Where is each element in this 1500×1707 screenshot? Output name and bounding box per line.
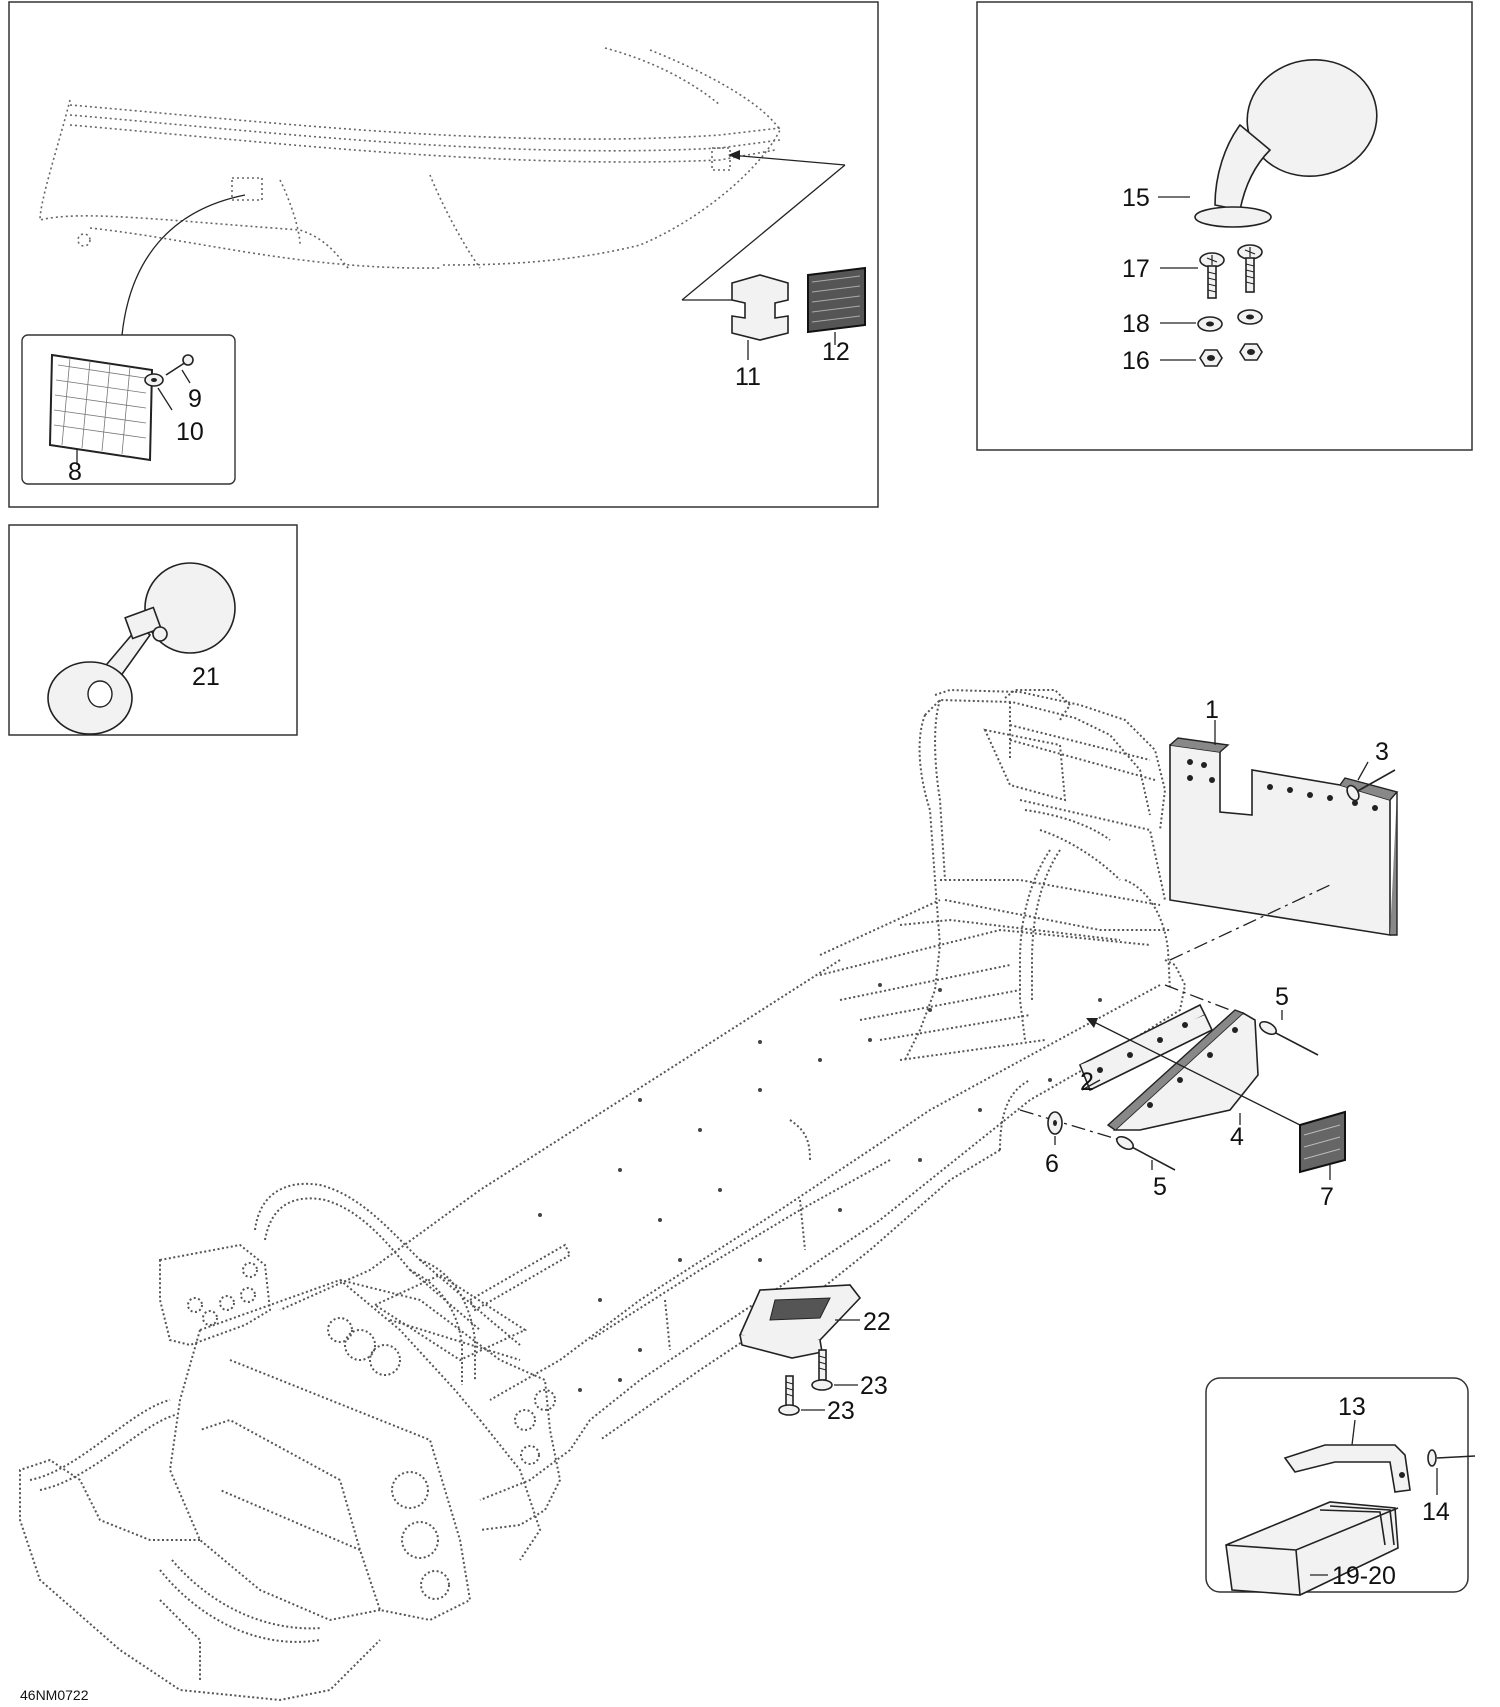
storage-bag — [1225, 1501, 1399, 1596]
leader-9 — [181, 369, 191, 384]
screw-9-head — [182, 354, 194, 366]
panel-horn-box — [8, 524, 298, 736]
reflector-side — [48, 353, 154, 462]
callout-16: 16 — [1122, 347, 1150, 375]
washer-6-hole — [1053, 1120, 1057, 1126]
callout-15: 15 — [1122, 184, 1150, 212]
arrow-to-tunnel — [1089, 1019, 1301, 1126]
callout-5-upper: 5 — [1275, 983, 1289, 1011]
bag-bracket — [1283, 1444, 1411, 1493]
tunnel-pad — [738, 1284, 862, 1359]
reflector-clip — [731, 274, 789, 341]
diagram-code: 46NM0722 — [20, 1687, 89, 1703]
callout-5-lower: 5 — [1153, 1173, 1167, 1201]
arrow-to-hood — [729, 154, 846, 166]
alignment-line-lower — [1019, 1109, 1121, 1141]
snow-flap — [1169, 737, 1399, 936]
leader-2 — [1081, 1079, 1101, 1091]
leader-10 — [157, 387, 173, 411]
reflector-flap — [1299, 1110, 1346, 1174]
callout-2: 2 — [1080, 1068, 1094, 1096]
callout-13: 13 — [1338, 1393, 1366, 1421]
horn — [47, 562, 236, 735]
callout-7: 7 — [1320, 1183, 1334, 1211]
callout-11: 11 — [735, 363, 761, 391]
tunnel-rivets — [538, 983, 1102, 1392]
rivet-5-upper — [1259, 1020, 1319, 1056]
nut-16 — [1199, 343, 1263, 367]
leader-13 — [1351, 1419, 1356, 1446]
panel-bag-box — [1205, 1377, 1469, 1593]
callout-23-right: 23 — [860, 1372, 888, 1400]
callout-17: 17 — [1122, 255, 1150, 283]
screw-23-right — [811, 1349, 833, 1391]
panel-reflector-box — [8, 1, 879, 508]
mirror — [1194, 58, 1378, 228]
callout-6: 6 — [1045, 1150, 1059, 1178]
reflector-rear — [807, 266, 866, 334]
callout-21: 21 — [192, 663, 220, 691]
rivet-5-lower — [1116, 1135, 1176, 1171]
rivet-14 — [1427, 1449, 1476, 1467]
callout-18: 18 — [1122, 310, 1150, 338]
hood-outline — [39, 47, 781, 271]
alignment-line-support — [1164, 984, 1231, 1011]
washer-18 — [1197, 309, 1263, 332]
callout-8: 8 — [68, 458, 82, 486]
leader-11-up — [681, 164, 846, 301]
callout-10: 10 — [176, 418, 204, 446]
callout-14: 14 — [1422, 1498, 1450, 1526]
screw-9 — [165, 361, 187, 376]
callout-9: 9 — [188, 385, 202, 413]
flap-bracket — [1078, 1003, 1214, 1092]
leader-hood-to-inset — [121, 194, 246, 336]
leader-3 — [1357, 761, 1369, 781]
callout-23-left: 23 — [827, 1397, 855, 1425]
arrow-head-hood — [728, 150, 740, 160]
panel-detail-inset — [21, 334, 236, 485]
callout-12: 12 — [822, 338, 850, 366]
washer-10-hole — [151, 378, 157, 382]
callout-19-20: 19-20 — [1332, 1562, 1396, 1590]
rivet-3 — [1346, 769, 1396, 802]
callout-3: 3 — [1375, 738, 1389, 766]
alignment-line-flap — [1169, 884, 1331, 961]
callout-1: 1 — [1205, 696, 1219, 724]
tunnel-frame — [19, 688, 1187, 1702]
screw-23-left — [778, 1375, 800, 1416]
screw-17 — [1199, 244, 1263, 299]
callout-4: 4 — [1230, 1123, 1244, 1151]
arrow-head-tunnel — [1086, 1018, 1098, 1028]
panel-mirror-box — [976, 1, 1473, 451]
flap-support — [1106, 1009, 1259, 1131]
callout-22: 22 — [863, 1308, 891, 1336]
